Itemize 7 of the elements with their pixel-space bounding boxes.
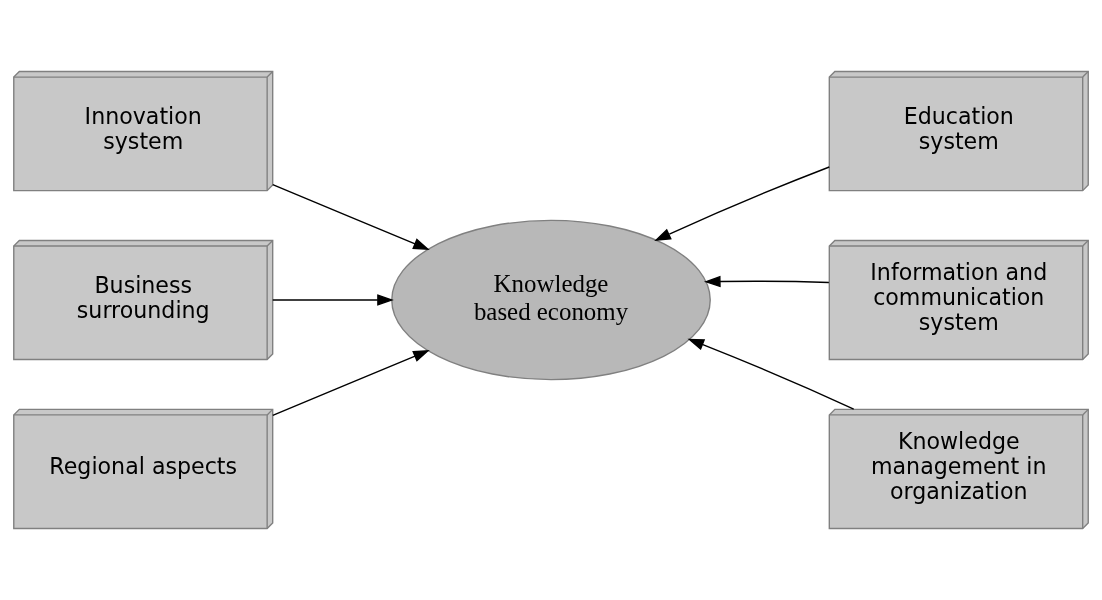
arrow xyxy=(272,183,430,250)
arrow xyxy=(687,338,855,410)
arrow xyxy=(272,350,430,417)
node-ellipse: Knowledge based economy xyxy=(391,219,711,381)
arrow xyxy=(704,275,830,288)
arrow xyxy=(272,294,394,306)
arrow xyxy=(654,166,830,242)
